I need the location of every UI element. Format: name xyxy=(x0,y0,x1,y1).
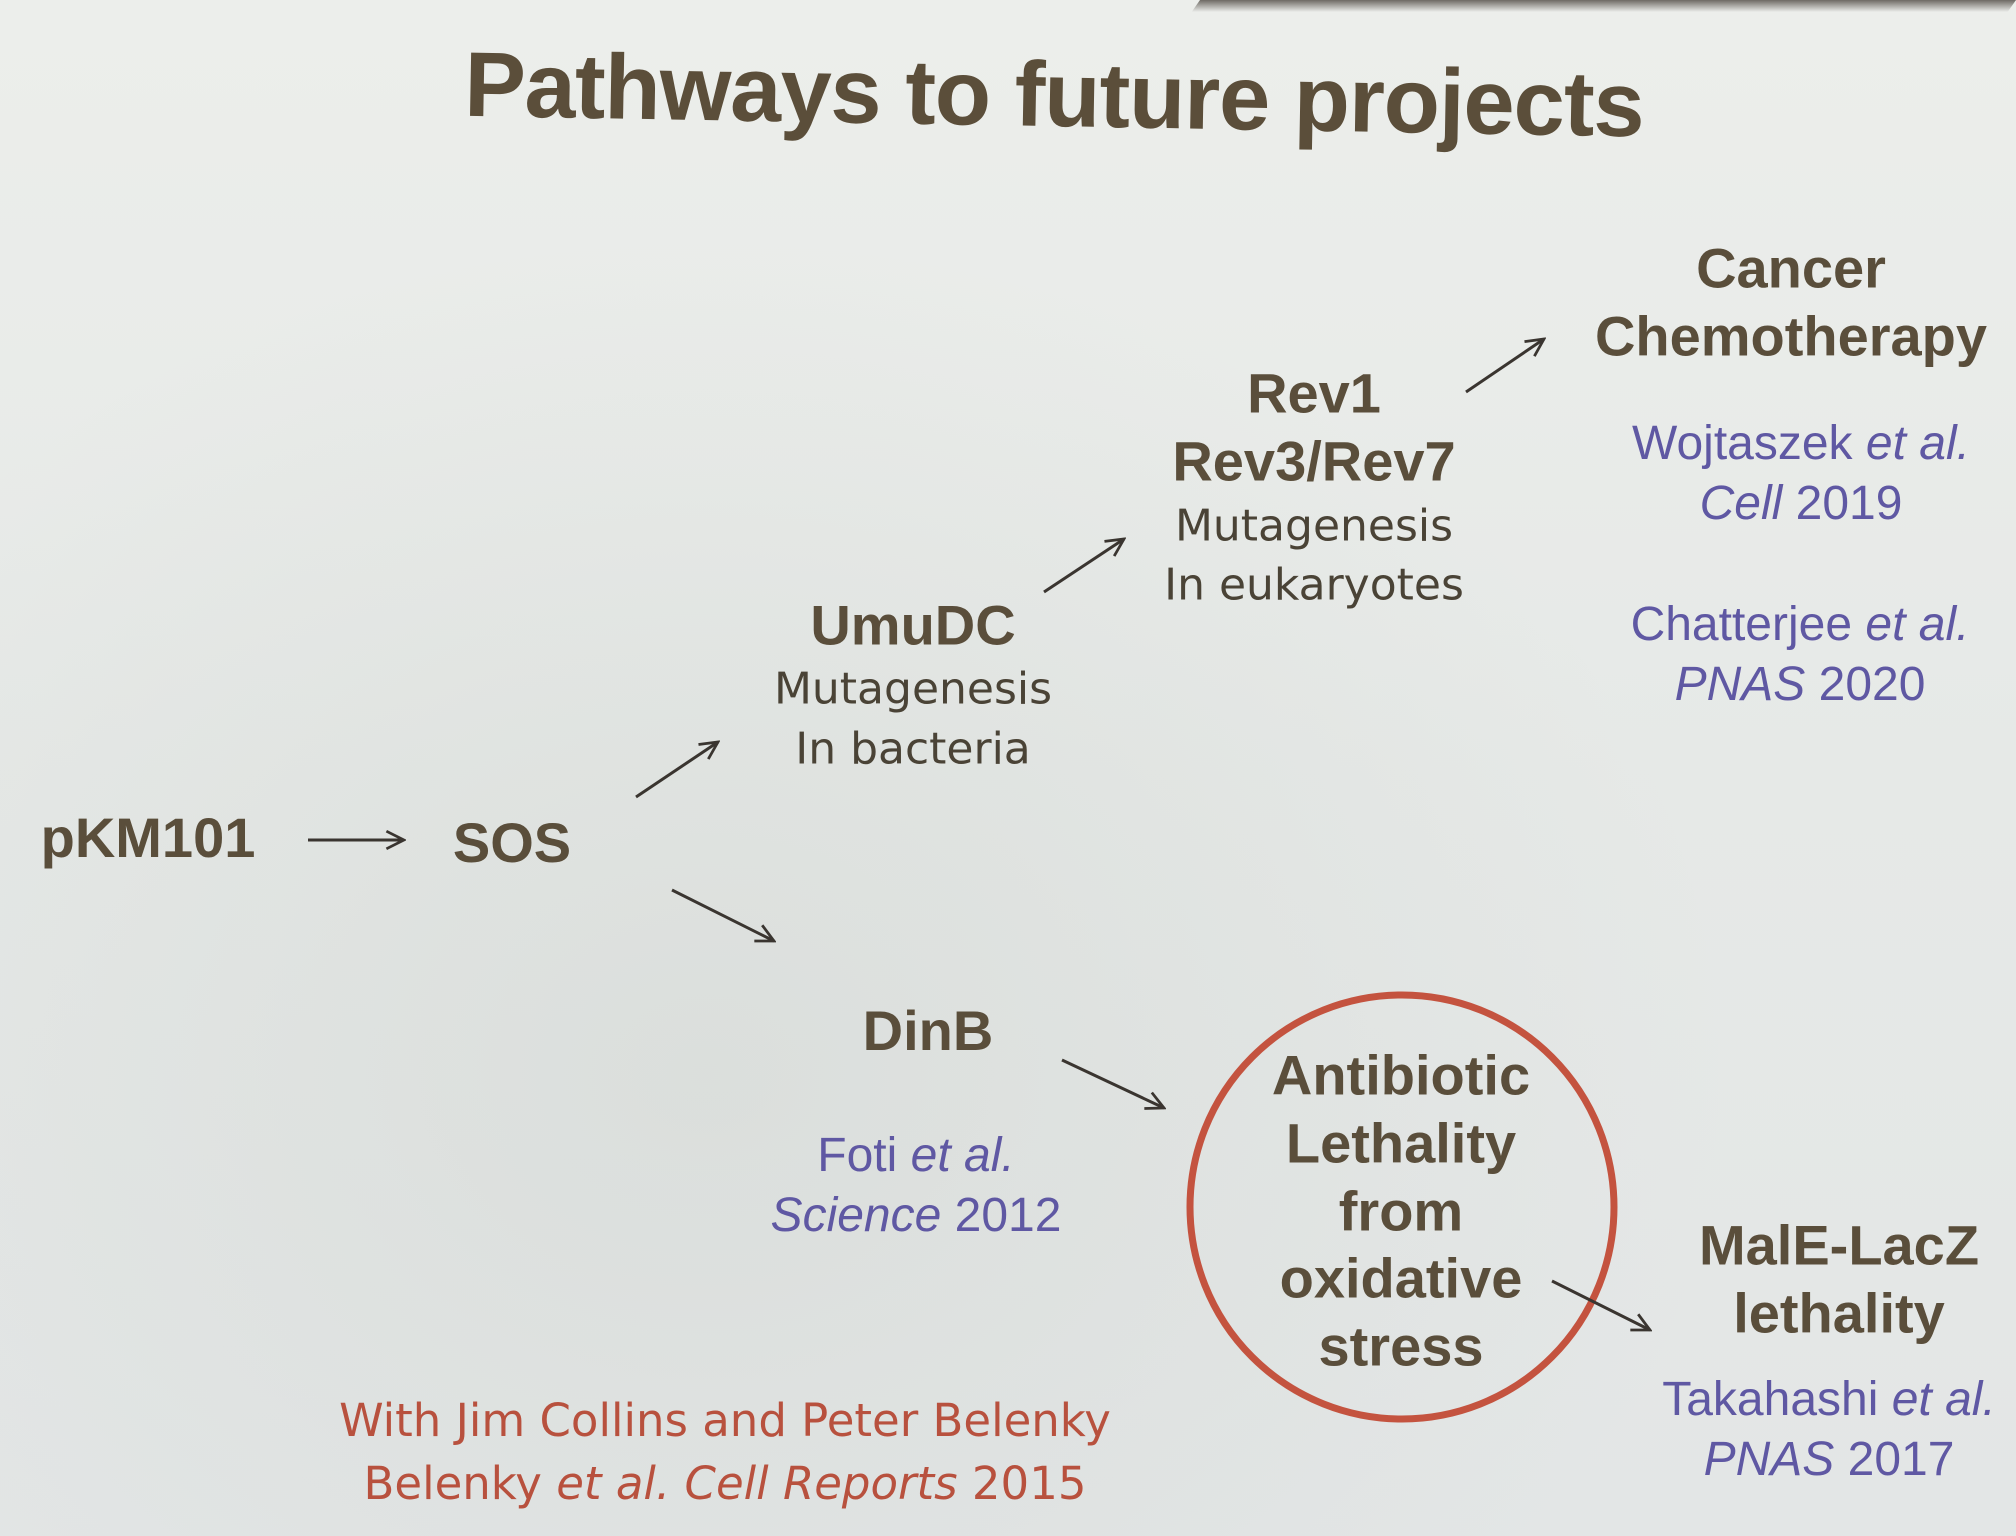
antibiotic-line2: Lethality xyxy=(1285,1111,1517,1175)
citation-year: 2019 xyxy=(1795,477,1903,530)
arrow-sos-to-dinb xyxy=(671,888,774,941)
cancer-name-line2: Chemotherapy xyxy=(1594,305,1988,368)
node-rev: Rev1 Rev3/Rev7 Mutagenesis In eukaryotes xyxy=(1164,359,1464,614)
citation-etal: et al. xyxy=(1865,598,1970,651)
arrow-rev-to-cancer xyxy=(1465,339,1544,394)
credit-line1: With Jim Collins and Peter Belenky xyxy=(339,1394,1111,1447)
highlight-circle xyxy=(1186,991,1618,1423)
citation-etal: et al. xyxy=(910,1129,1015,1182)
citation-chatterjee: Chatterjee et al. PNAS 2020 xyxy=(1631,595,1970,715)
rev-name-line1: Rev1 xyxy=(1247,361,1381,425)
node-antibiotic-lethality: Antibiotic Lethality from oxidative stre… xyxy=(1272,1042,1530,1381)
citation-takahashi: Takahashi et al. PNAS 2017 xyxy=(1662,1370,1996,1490)
arrow-dinb-to-antibiotic xyxy=(1061,1058,1164,1108)
male-name-line2: lethality xyxy=(1733,1282,1945,1345)
citation-journal: Science xyxy=(770,1189,942,1242)
citation-journal: PNAS xyxy=(1674,658,1806,711)
citation-etal: et al. xyxy=(1865,417,1970,470)
citation-journal: PNAS xyxy=(1703,1433,1835,1486)
male-name-line1: MalE-LacZ xyxy=(1698,1213,1980,1277)
antibiotic-line3: from xyxy=(1338,1179,1464,1243)
node-male-lacz: MalE-LacZ lethality xyxy=(1699,1212,1979,1349)
slide-title: Pathways to future projects xyxy=(463,33,1645,157)
umudc-desc-line1: Mutagenesis xyxy=(773,663,1053,715)
credit-etal: et al. xyxy=(556,1457,671,1510)
node-dinb: DinB xyxy=(862,998,994,1062)
citation-year: 2020 xyxy=(1818,658,1926,711)
antibiotic-line5: stress xyxy=(1318,1314,1484,1378)
citation-author: Chatterjee xyxy=(1630,598,1853,651)
node-cancer-chemotherapy: Cancer Chemotherapy xyxy=(1595,235,1987,372)
antibiotic-line4: oxidative xyxy=(1279,1246,1523,1310)
credit-year: 2015 xyxy=(971,1457,1087,1510)
citation-author: Foti xyxy=(817,1129,898,1182)
collaboration-credit: With Jim Collins and Peter Belenky Belen… xyxy=(339,1389,1111,1515)
node-pkm101: pKM101 xyxy=(40,805,256,869)
citation-wojtaszek: Wojtaszek et al. Cell 2019 xyxy=(1632,414,1970,534)
credit-journal: Cell Reports xyxy=(684,1457,958,1510)
umudc-desc-line2: In bacteria xyxy=(795,723,1031,775)
citation-year: 2017 xyxy=(1847,1433,1955,1486)
node-umudc: UmuDC Mutagenesis In bacteria xyxy=(774,591,1052,778)
arrow-sos-to-umudc xyxy=(635,742,718,799)
antibiotic-line1: Antibiotic xyxy=(1271,1043,1531,1107)
rev-desc-line1: Mutagenesis xyxy=(1174,499,1454,551)
citation-foti: Foti et al. Science 2012 xyxy=(771,1126,1062,1246)
arrow-antibiotic-to-male xyxy=(1551,1279,1650,1330)
citation-etal: et al. xyxy=(1891,1373,1996,1426)
credit-author: Belenky xyxy=(363,1457,542,1510)
arrow-umudc-to-rev xyxy=(1043,539,1124,594)
cancer-name-line1: Cancer xyxy=(1696,236,1886,300)
citation-year: 2012 xyxy=(954,1189,1062,1242)
rev-desc-line2: In eukaryotes xyxy=(1164,559,1464,611)
citation-author: Takahashi xyxy=(1662,1373,1879,1426)
citation-journal: Cell xyxy=(1699,477,1783,530)
node-sos: SOS xyxy=(452,810,572,874)
rev-name-line2: Rev3/Rev7 xyxy=(1172,429,1456,493)
citation-author: Wojtaszek xyxy=(1632,417,1853,470)
umudc-name: UmuDC xyxy=(810,593,1016,657)
